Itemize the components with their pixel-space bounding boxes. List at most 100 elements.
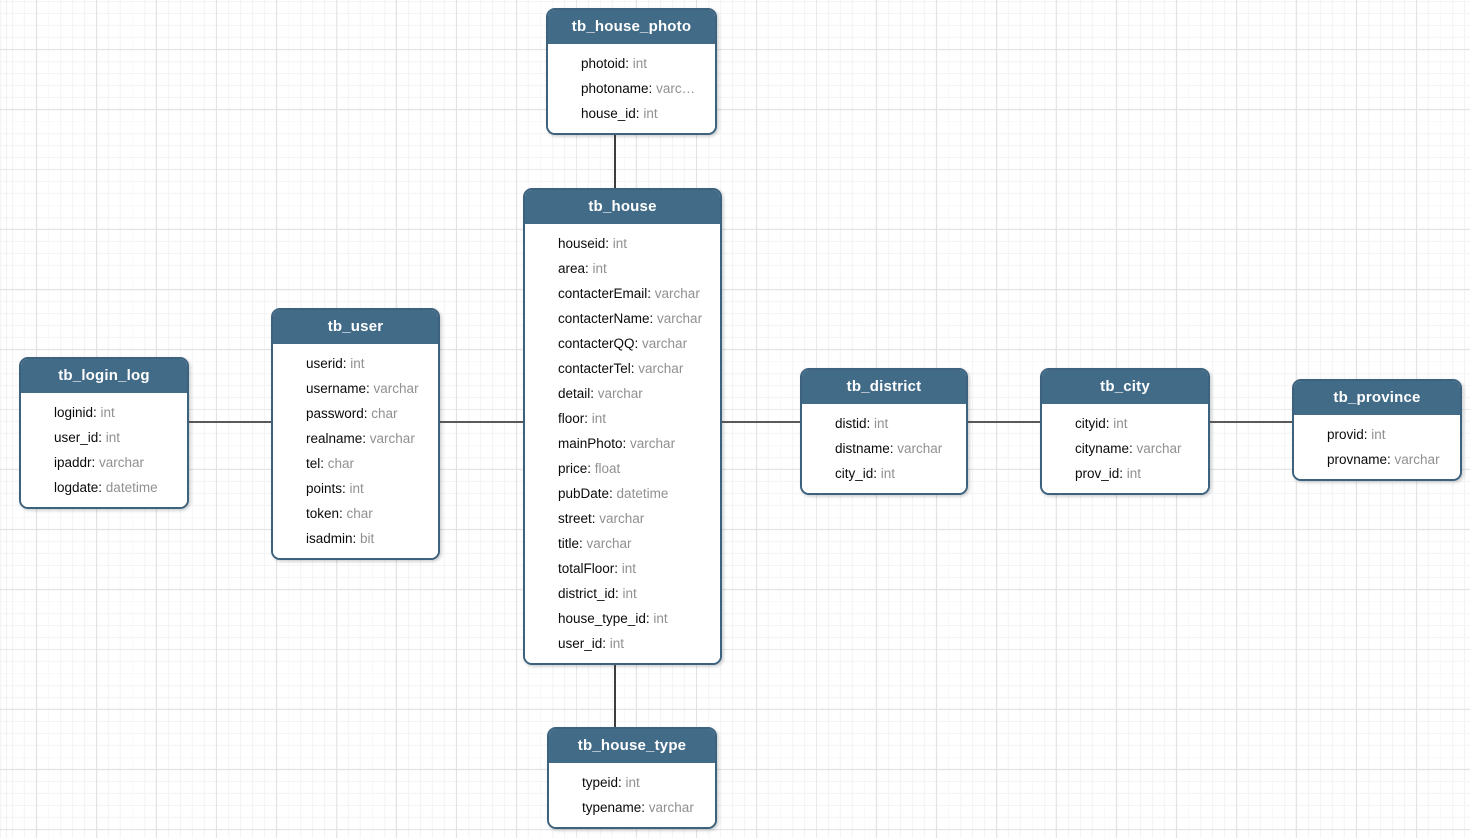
field-name: prov_id: — [1075, 466, 1124, 481]
entity-header[interactable]: tb_district — [802, 370, 966, 404]
field-name: username: — [306, 381, 370, 396]
field-row: photoname: varc… — [581, 76, 707, 101]
field-name: floor: — [558, 411, 589, 426]
field-row: contacterName: varchar — [558, 306, 712, 331]
edge-city-province — [1208, 421, 1294, 423]
field-name: user_id: — [54, 430, 103, 445]
field-row: mainPhoto: varchar — [558, 431, 712, 456]
field-row: street: varchar — [558, 506, 712, 531]
field-type: int — [1109, 416, 1128, 431]
field-type: int — [606, 636, 625, 651]
field-row: cityid: int — [1075, 411, 1200, 436]
field-type: varchar — [366, 431, 415, 446]
field-name: provid: — [1327, 427, 1368, 442]
field-type: varchar — [645, 800, 694, 815]
field-name: mainPhoto: — [558, 436, 627, 451]
field-type: varchar — [626, 436, 676, 451]
field-type: bit — [356, 531, 375, 546]
field-name: typeid: — [582, 775, 622, 790]
field-name: distid: — [835, 416, 871, 431]
entity-header[interactable]: tb_login_log — [21, 359, 187, 393]
field-type: int — [102, 430, 121, 445]
field-row: house_id: int — [581, 101, 707, 126]
field-type: int — [621, 775, 640, 790]
field-row: userid: int — [306, 351, 430, 376]
field-row: points: int — [306, 476, 430, 501]
field-type: varchar — [594, 386, 643, 401]
field-name: photoname: — [581, 81, 653, 96]
field-type: int — [1123, 466, 1142, 481]
field-name: district_id: — [558, 586, 619, 601]
field-row: realname: varchar — [306, 426, 430, 451]
field-name: contacterQQ: — [558, 336, 639, 351]
field-name: logdate: — [54, 480, 103, 495]
field-row: tel: char — [306, 451, 430, 476]
field-row: distname: varchar — [835, 436, 958, 461]
field-row: district_id: int — [558, 581, 712, 606]
field-name: points: — [306, 481, 346, 496]
field-name: city_id: — [835, 466, 878, 481]
field-row: distid: int — [835, 411, 958, 436]
field-type: datetime — [102, 480, 158, 495]
field-row: token: char — [306, 501, 430, 526]
field-type: varchar — [634, 361, 684, 376]
field-name: isadmin: — [306, 531, 357, 546]
entity-header[interactable]: tb_house_photo — [548, 10, 715, 44]
field-row: logdate: datetime — [54, 475, 179, 500]
entity-header[interactable]: tb_house_type — [549, 729, 715, 763]
field-row: floor: int — [558, 406, 712, 431]
field-name: userid: — [306, 356, 347, 371]
field-name: price: — [558, 461, 592, 476]
entity-header[interactable]: tb_house — [525, 190, 720, 224]
edge-house-house_type — [614, 664, 616, 730]
field-row: contacterTel: varchar — [558, 356, 712, 381]
field-type: datetime — [612, 486, 669, 501]
field-row: house_type_id: int — [558, 606, 712, 631]
field-name: house_type_id: — [558, 611, 650, 626]
field-type: varchar — [369, 381, 419, 396]
field-type: int — [639, 106, 658, 121]
field-row: area: int — [558, 256, 712, 281]
field-type: int — [609, 236, 628, 251]
edge-login_log-user — [187, 421, 273, 423]
field-type: varchar — [893, 441, 943, 456]
field-row: provname: varchar — [1327, 447, 1452, 472]
edge-house-district — [720, 421, 802, 423]
field-name: ipaddr: — [54, 455, 96, 470]
field-row: detail: varchar — [558, 381, 712, 406]
field-row: city_id: int — [835, 461, 958, 486]
entity-header[interactable]: tb_province — [1294, 381, 1460, 415]
field-row: totalFloor: int — [558, 556, 712, 581]
field-name: user_id: — [558, 636, 607, 651]
field-type: int — [629, 56, 648, 71]
field-type: int — [346, 356, 365, 371]
entity-header[interactable]: tb_city — [1042, 370, 1208, 404]
field-type: char — [342, 506, 373, 521]
field-row: contacterQQ: varchar — [558, 331, 712, 356]
edge-district-city — [966, 421, 1042, 423]
field-type: float — [591, 461, 621, 476]
field-row: isadmin: bit — [306, 526, 430, 551]
field-type: int — [618, 561, 637, 576]
field-row: provid: int — [1327, 422, 1452, 447]
field-name: title: — [558, 536, 583, 551]
field-name: pubDate: — [558, 486, 613, 501]
field-name: area: — [558, 261, 589, 276]
field-type: varchar — [651, 286, 700, 301]
field-row: user_id: int — [54, 425, 179, 450]
entity-header[interactable]: tb_user — [273, 310, 438, 344]
